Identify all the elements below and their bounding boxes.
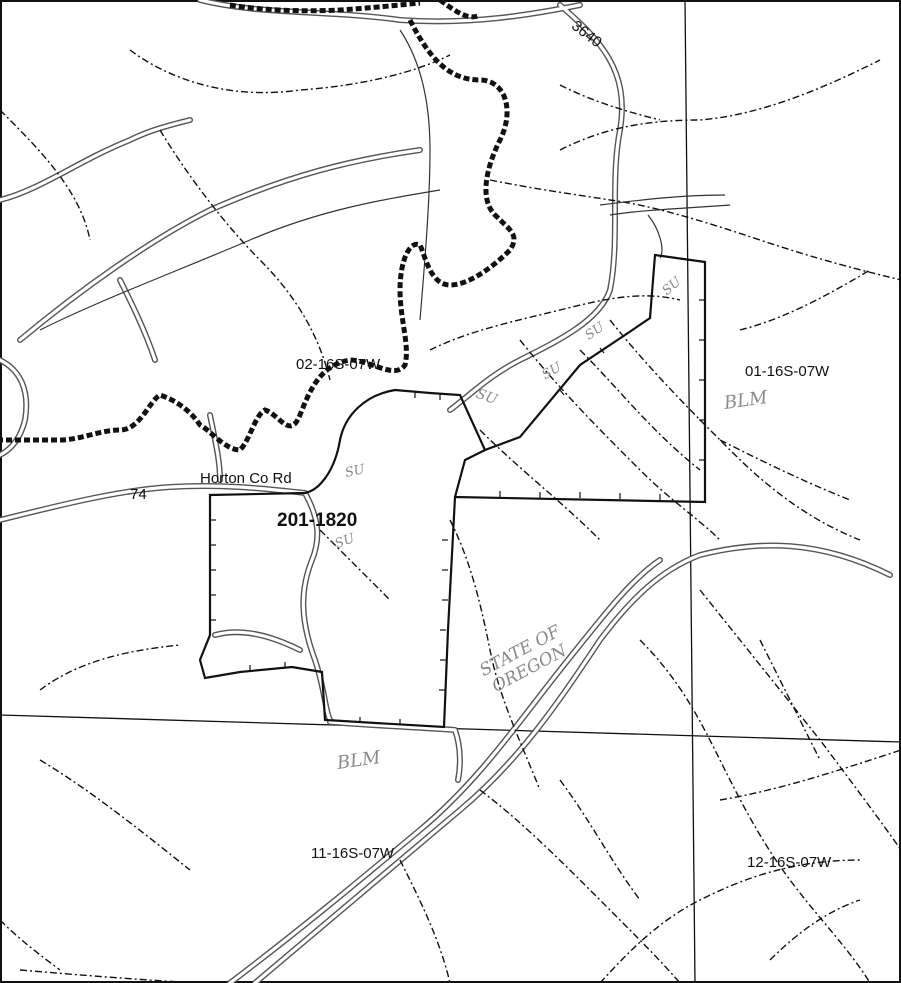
section-label-12-16s-07w: 12-16S-07W (747, 854, 832, 871)
route-74-label: 74 (130, 486, 147, 503)
section-label-11-16s-07w: 11-16S-07W (311, 845, 395, 862)
streams (0, 49, 901, 983)
parcel-ticks (210, 299, 705, 725)
parcel-outline (198, 253, 707, 729)
section-label-02-16s-07w: 02-16S-07W (296, 356, 381, 373)
section-label-01-16s-07w: 01-16S-07W (745, 363, 830, 380)
heavy-boundary (0, 0, 517, 453)
parcel-number-label: 201-1820 (277, 510, 358, 531)
horton-co-rd-label: Horton Co Rd (200, 470, 292, 487)
stream-annotation-su: SU (343, 462, 367, 481)
minor-roads (39, 29, 731, 331)
